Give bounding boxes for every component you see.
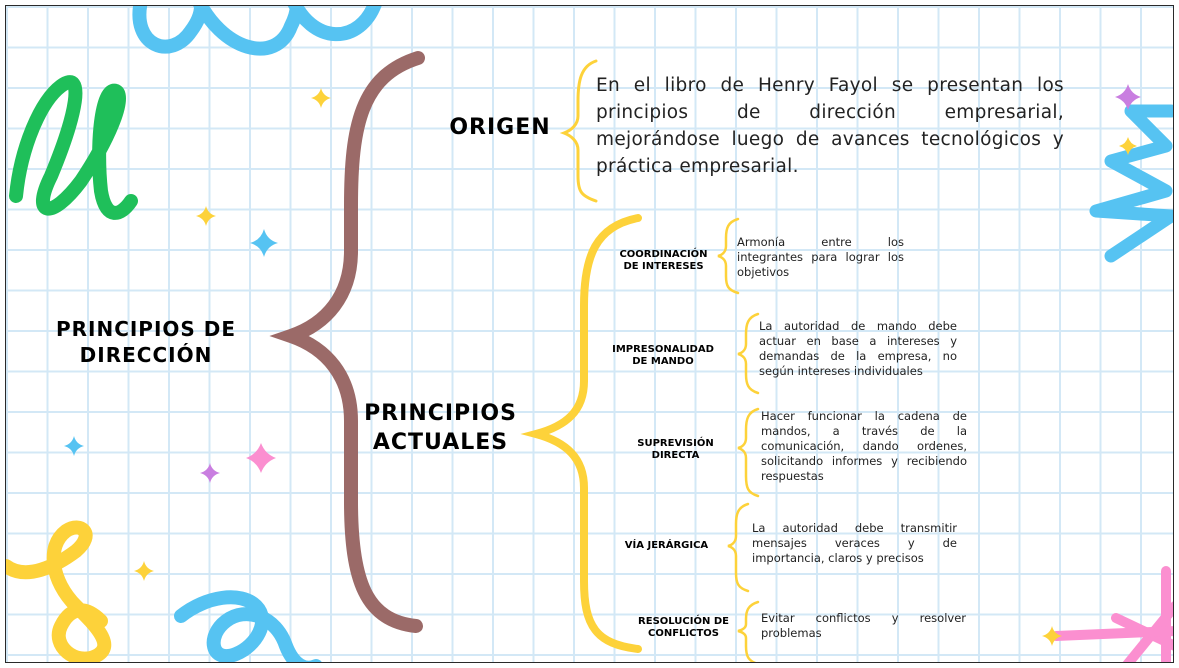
decorations bbox=[6, 6, 1173, 662]
principle-label: COORDINACIÓN DE INTERESES bbox=[606, 249, 721, 273]
principle-description: La autoridad debe transmitir mensajes ve… bbox=[752, 521, 957, 565]
blue-curl bbox=[174, 590, 322, 662]
sparkle-icon bbox=[1119, 137, 1137, 155]
principle-label-line: IMPRESONALIDAD bbox=[612, 344, 714, 355]
mind-map-slide: PRINCIPIOS DE DIRECCIÓN ORIGEN En el lib… bbox=[5, 5, 1174, 663]
sparkle-icon bbox=[1115, 84, 1141, 110]
yellow-swirl bbox=[6, 520, 112, 662]
item-brace bbox=[717, 217, 740, 295]
sparkle-icon bbox=[134, 561, 154, 581]
green-squiggle bbox=[9, 75, 138, 220]
sparkle-icon bbox=[246, 443, 276, 473]
origin-description: En el libro de Henry Fayol se presentan … bbox=[596, 75, 1064, 177]
principle-label: IMPRESONALIDAD DE MANDO bbox=[604, 344, 722, 368]
sparkle-icon bbox=[311, 88, 331, 108]
current-label-line-2: ACTUALES bbox=[372, 430, 509, 455]
principle-label: VÍA JERÁRGICA bbox=[609, 540, 724, 552]
current-label-line-1: PRINCIPIOS bbox=[364, 401, 517, 426]
sparkle-icon bbox=[200, 463, 220, 483]
sparkle-icon bbox=[64, 436, 84, 456]
principle-label-line: VÍA JERÁRGICA bbox=[624, 540, 709, 551]
diagram-title: PRINCIPIOS DE DIRECCIÓN bbox=[51, 316, 241, 368]
pink-starburst bbox=[1051, 566, 1173, 662]
principle-label-line: DE MANDO bbox=[632, 356, 694, 367]
item-brace bbox=[727, 502, 750, 593]
item-brace bbox=[737, 407, 760, 498]
sparkle-icon bbox=[196, 206, 216, 226]
principle-description: Hacer funcionar la cadena de mandos, a t… bbox=[761, 409, 967, 483]
main-brace bbox=[269, 51, 425, 633]
title-line-1: PRINCIPIOS DE bbox=[55, 317, 237, 341]
origin-label: ORIGEN bbox=[449, 115, 551, 140]
principle-label-line: DIRECTA bbox=[651, 450, 700, 461]
blue-zigzag bbox=[1089, 104, 1173, 263]
blue-cloud-squiggle bbox=[132, 6, 382, 56]
principle-label-line: COORDINACIÓN bbox=[619, 249, 708, 260]
principle-label: RESOLUCIÓN DE CONFLICTOS bbox=[626, 616, 741, 640]
principle-label-line: RESOLUCIÓN DE bbox=[638, 616, 729, 627]
principle-description: Armonía entre los integrantes para logra… bbox=[737, 235, 904, 279]
current-brace bbox=[520, 214, 642, 653]
title-line-2: DIRECCIÓN bbox=[79, 343, 213, 367]
principle-label: SUPREVISIÓN DIRECTA bbox=[618, 438, 733, 462]
principle-description: La autoridad de mando debe actuar en bas… bbox=[759, 319, 957, 378]
principle-label-line: SUPREVISIÓN bbox=[637, 438, 714, 449]
item-brace bbox=[737, 600, 760, 662]
principle-label-line: CONFLICTOS bbox=[648, 628, 719, 639]
origin-brace bbox=[559, 59, 598, 203]
principle-description: Evitar conflictos y resolver problemas bbox=[761, 611, 966, 640]
item-brace bbox=[737, 312, 760, 395]
sparkle-icon bbox=[1042, 626, 1062, 646]
principle-label-line: DE INTERESES bbox=[623, 261, 704, 272]
sparkle-icon bbox=[250, 229, 278, 257]
current-label: PRINCIPIOS ACTUALES bbox=[358, 399, 523, 457]
